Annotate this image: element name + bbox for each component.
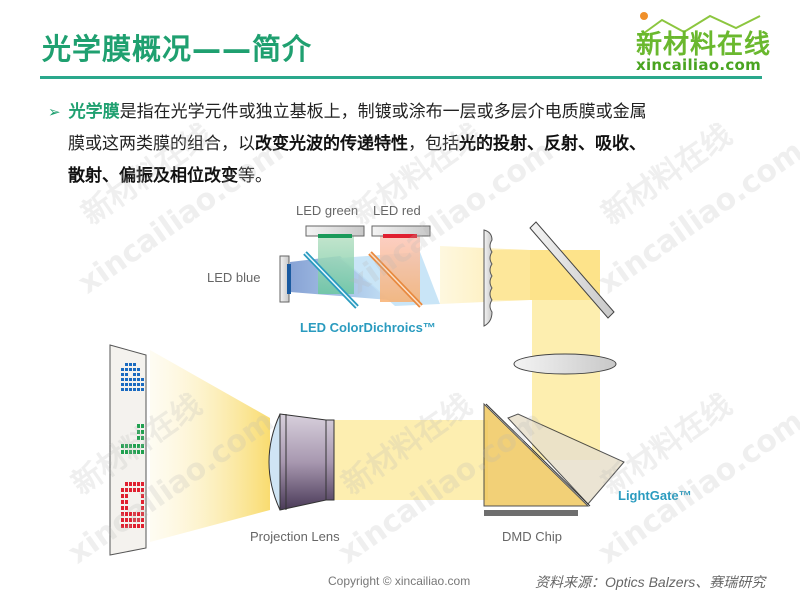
- house-roof-icon: [639, 12, 761, 37]
- dmd-prism-assembly: [483, 402, 625, 516]
- copyright-text: Copyright © xincailiao.com: [328, 574, 471, 588]
- bullet-text-4: 等。: [238, 166, 272, 186]
- dlp-projector-diagram: LED green LED red LED blue LED ColorDich…: [0, 190, 800, 560]
- source-citation: 资料来源：Optics Balzers、赛瑞研究: [535, 574, 766, 590]
- projection-lens: [268, 413, 335, 511]
- bullet-text-1: 是指在光学元件或独立基板上，制镀或涂布一层或多层介电质膜或金属: [119, 102, 647, 122]
- lightgate-prism: [507, 413, 625, 505]
- label-dmd-chip: DMD Chip: [502, 529, 562, 544]
- bullet-arrow-icon: ➢: [48, 103, 61, 121]
- bullet-bold-4: 散射、偏振及相位改变: [68, 166, 238, 186]
- label-led-green: LED green: [296, 203, 359, 218]
- logo-cn-text: 新材料在线: [636, 30, 772, 60]
- page-title: 光学膜概况——简介: [42, 32, 313, 66]
- dmd-chip: [484, 510, 578, 516]
- optical-path-illustration: [109, 221, 625, 556]
- fly-eye-lens: [483, 229, 493, 327]
- label-color-dichroics: LED ColorDichroics™: [300, 320, 436, 335]
- definition-bullet: ➢ 光学膜是指在光学元件或独立基板上，制镀或涂布一层或多层介电质膜或金属 膜或这两…: [48, 96, 768, 192]
- label-projection-lens: Projection Lens: [250, 529, 340, 544]
- bullet-bold-3: 光的投射、反射、吸收、: [459, 134, 646, 154]
- condenser-lens: [513, 353, 617, 375]
- label-led-blue: LED blue: [207, 270, 261, 285]
- label-lightgate: LightGate™: [618, 488, 692, 503]
- fold-mirror: [529, 221, 615, 319]
- bullet-text-2a: 膜或这两类膜的组合，以: [68, 134, 255, 154]
- logo-en-text: xincailiao.com: [636, 56, 762, 74]
- screen-pixel-art: [121, 363, 144, 528]
- label-led-red: LED red: [373, 203, 421, 218]
- title-divider: [40, 76, 762, 79]
- brand-logo: 新材料在线 xincailiao.com: [632, 10, 772, 74]
- bullet-bold-2: 改变光波的传递特性: [255, 134, 408, 154]
- bullet-term: 光学膜: [68, 102, 120, 122]
- bullet-text-2b: ，包括: [408, 134, 459, 154]
